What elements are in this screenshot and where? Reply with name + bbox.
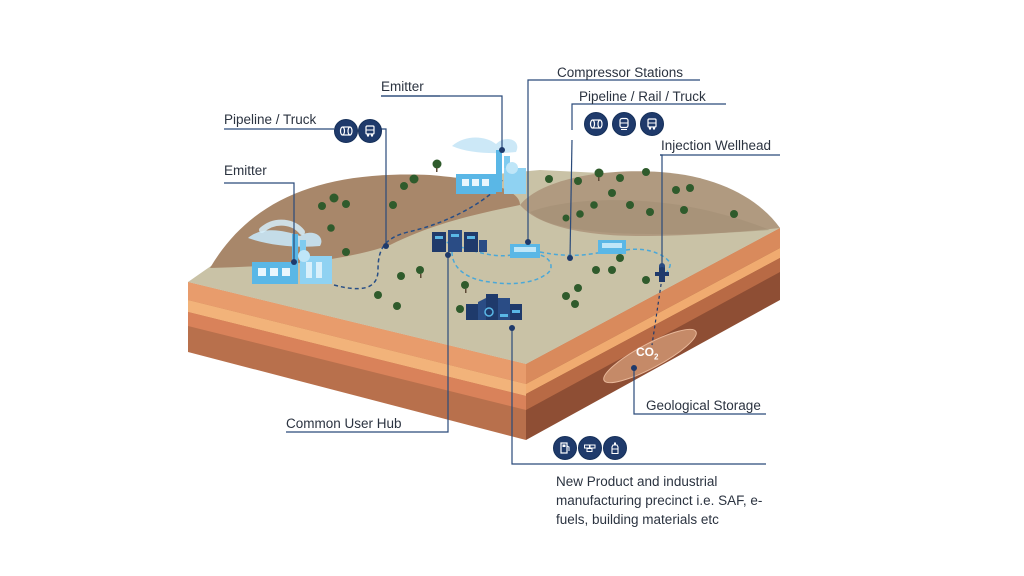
trees [318,159,738,313]
truck-icon [358,119,382,143]
pipeline-hub-precinct [451,251,552,285]
soil-left-band-top [188,282,526,384]
label-pipeline-truck: Pipeline / Truck [224,112,317,127]
soil-right-band-3 [526,258,780,410]
soil-left-band-2 [188,300,526,396]
bottle-icon [603,436,627,460]
train-icon [612,112,636,136]
co2-label: CO2 [636,344,658,365]
label-pipeline-rail-truck: Pipeline / Rail / Truck [579,89,706,104]
soil-right-band-2 [526,248,780,394]
manufacturing-precinct-facility [466,294,522,320]
geological-storage-reservoir [603,328,697,384]
compressor-station-1 [510,244,540,258]
label-underlines [381,79,780,156]
pipe-icon [334,119,358,143]
leader-dots [291,147,665,371]
label-injection-wellhead: Injection Wellhead [661,138,772,153]
truck-icon [640,112,664,136]
label-emitter-top: Emitter [381,79,424,94]
soil-right-band-top [526,228,780,384]
emitter-left-factory [248,219,332,284]
label-emitter-left: Emitter [224,163,267,178]
hill-right-shade [530,200,770,235]
label-compressor-stations: Compressor Stations [557,65,684,80]
label-new-product-precinct: New Product and industrial manufacturing… [556,474,763,527]
compressor-station-2 [598,240,626,254]
common-user-hub-facility [432,230,487,252]
emitter-top-factory [452,137,526,194]
bricks-icon [578,436,602,460]
pipeline-to-wellhead [625,248,671,279]
pipe-icon [584,112,608,136]
label-geological-storage: Geological Storage [646,398,761,413]
soil-left-band-3 [188,312,526,410]
injection-well-bore [651,277,663,346]
co2-text: CO [636,345,654,359]
label-common-user-hub: Common User Hub [286,416,402,431]
fuel-pump-icon [553,436,577,460]
tree-trunks [420,168,600,293]
co2-subscript: 2 [654,352,659,362]
